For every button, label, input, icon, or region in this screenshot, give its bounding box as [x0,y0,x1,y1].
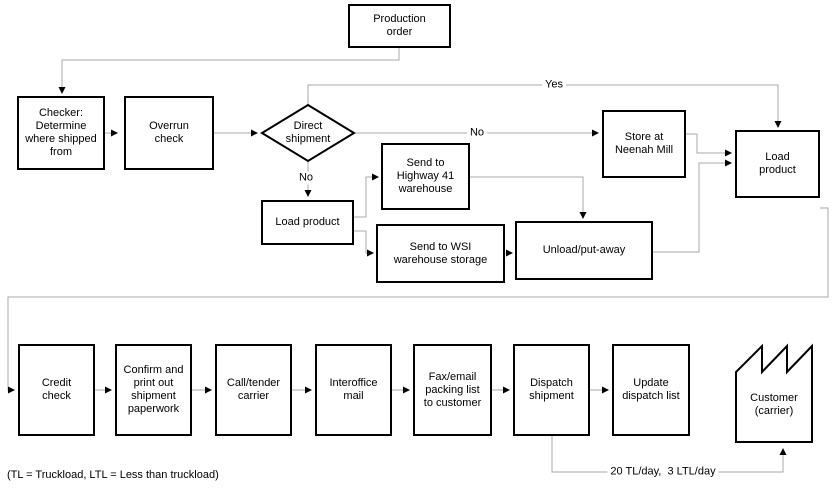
edge-highway41-to-unload [470,176,587,219]
decision-diamond-shape [260,103,356,163]
node-credit-check: Credit check [18,344,95,436]
node-checker: Checker: Determine where shipped from [17,96,105,170]
node-fax-email-packing-list: Fax/email packing list to customer [413,344,492,436]
edge-label-no-to-store: No [466,126,488,140]
node-production-order: Production order [348,4,451,48]
node-confirm-print-paperwork: Confirm and print out shipment paperwork [115,344,192,436]
node-unload-put-away: Unload/put-away [515,221,653,280]
node-call-tender-carrier: Call/tender carrier [215,344,292,436]
edge-loadmid-to-wsi [354,230,374,257]
edge-unload-to-loadright [653,159,732,253]
node-direct-shipment-decision: Direct shipment [285,120,331,145]
node-update-dispatch-list: Update dispatch list [612,344,690,436]
node-interoffice-mail: Interoffice mail [315,344,392,436]
edge-label-dispatch-rate: 20 TL/day, 3 LTL/day [607,465,719,479]
node-overrun-check: Overrun check [124,96,214,170]
node-load-product-right: Load product [735,130,820,198]
edge-production-to-checker [58,48,400,94]
customer-factory-shape [735,343,813,443]
legend-footnote: (TL = Truckload, LTL = Less than trucklo… [7,469,219,481]
edge-label-no-to-load: No [295,171,317,185]
edge-store-to-loadright [686,133,732,157]
node-customer-carrier: Customer (carrier) [750,392,798,417]
node-load-product-mid: Load product [261,200,354,245]
node-store-at-neenah-mill: Store at Neenah Mill [602,110,686,178]
node-dispatch-shipment: Dispatch shipment [513,344,590,436]
edge-label-yes: Yes [542,78,566,92]
edge-loadmid-to-highway41 [354,173,379,218]
edge-loadright-to-credit [7,207,829,394]
node-send-to-highway-41: Send to Highway 41 warehouse [381,143,470,210]
node-send-to-wsi: Send to WSI warehouse storage [376,224,505,283]
